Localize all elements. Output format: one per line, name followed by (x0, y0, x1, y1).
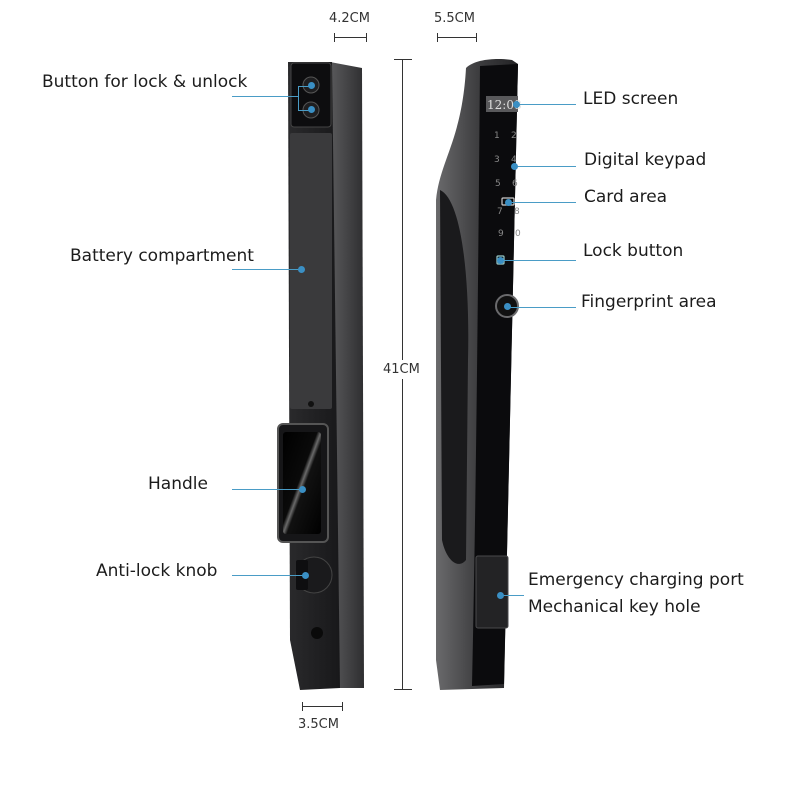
pointer-dot (511, 163, 518, 170)
label-handle: Handle (148, 474, 208, 494)
key-4: 4 (511, 155, 517, 165)
label-digital-keypad: Digital keypad (584, 150, 707, 170)
leader-line (232, 269, 300, 270)
pointer-dot (299, 486, 306, 493)
pointer-dot (302, 572, 309, 579)
left-lock-body (277, 62, 364, 690)
key-1: 1 (494, 131, 500, 141)
pointer-dot (298, 266, 305, 273)
led-time: 12:08 (487, 98, 522, 112)
dim-bottom-width: 3.5CM (298, 717, 339, 732)
dim-tick (366, 33, 367, 42)
key-9: 9 (498, 229, 504, 239)
pointer-dot (504, 303, 511, 310)
leader-line (298, 110, 310, 111)
pointer-dot (505, 199, 512, 206)
dim-bar-bottom (302, 706, 342, 707)
label-battery: Battery compartment (70, 246, 254, 266)
leader-line (232, 489, 302, 490)
leader-line (500, 595, 524, 596)
dim-left-width: 4.2CM (329, 11, 370, 26)
key-6: 6 (512, 179, 518, 189)
dim-height-top (394, 59, 412, 60)
leader-line (516, 104, 576, 105)
dim-height-bottom (394, 689, 412, 690)
label-button-lock-unlock: Button for lock & unlock (42, 72, 248, 92)
dim-tick (342, 702, 343, 711)
leader-line (514, 166, 576, 167)
leader-line (298, 86, 299, 110)
leader-line (510, 307, 576, 308)
leader-line (298, 86, 310, 87)
pointer-dot (497, 257, 504, 264)
key-8: 8 (514, 207, 520, 217)
pointer-dot (513, 101, 520, 108)
dim-right-width: 5.5CM (434, 11, 475, 26)
leader-line (508, 202, 576, 203)
key-2: 2 (511, 131, 517, 141)
dim-bar-right (437, 37, 476, 38)
pointer-dot (308, 106, 315, 113)
dim-height: 41CM (383, 360, 420, 379)
dim-tick (437, 33, 438, 42)
leader-line (500, 260, 576, 261)
key-5: 5 (495, 179, 501, 189)
label-mechanical-key-hole: Mechanical key hole (528, 597, 701, 617)
dim-tick (334, 33, 335, 42)
label-emergency-charging-port: Emergency charging port (528, 570, 744, 590)
key-7: 7 (497, 207, 503, 217)
label-anti-lock-knob: Anti-lock knob (96, 561, 218, 581)
label-card-area: Card area (584, 187, 668, 207)
leader-line (232, 575, 304, 576)
dim-bar-left (334, 37, 366, 38)
key-0: 0 (515, 229, 521, 239)
pointer-dot (308, 82, 315, 89)
dim-tick (476, 33, 477, 42)
label-fingerprint-area: Fingerprint area (581, 292, 717, 312)
leader-line (232, 96, 298, 97)
label-lock-button: Lock button (583, 241, 684, 261)
pointer-dot (497, 592, 504, 599)
label-led-screen: LED screen (583, 89, 679, 109)
key-3: 3 (494, 155, 500, 165)
keypad: 1 2 3 4 5 6 7 8 9 0 (494, 131, 521, 239)
dim-tick (302, 702, 303, 711)
right-lock-body: 12:08 (436, 58, 522, 691)
